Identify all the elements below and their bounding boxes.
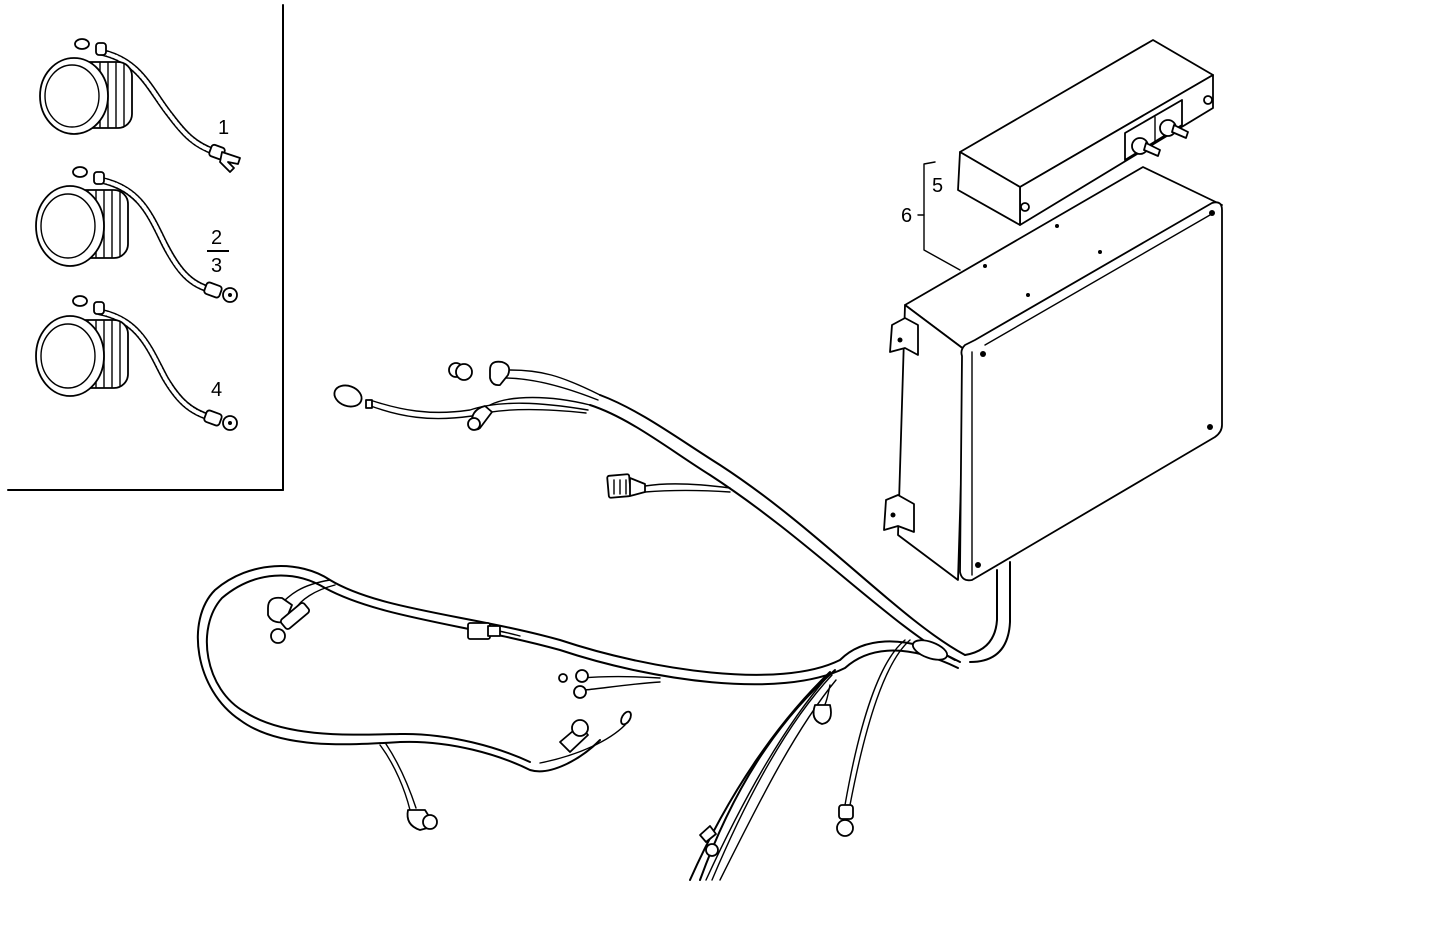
wiring-harness (196, 369, 966, 881)
cap-1 (39, 57, 133, 135)
cap-4 (35, 315, 129, 397)
callout-1: 1 (218, 117, 230, 139)
callout-4: 4 (211, 379, 223, 401)
inset-panel-border (7, 4, 284, 491)
connectors (267, 360, 854, 857)
ground-strap-1 (39, 38, 241, 173)
callout-3: 3 (211, 255, 223, 277)
control-box (883, 166, 1223, 663)
callout-5: 5 (932, 175, 944, 197)
relay-box (957, 39, 1214, 226)
ground-strap-4 (35, 295, 238, 431)
ground-strap-2-3 (35, 166, 238, 303)
callout-6: 6 (901, 205, 913, 227)
callout-2: 2 (211, 227, 223, 249)
cap-2-3 (35, 185, 129, 267)
fraction-bar (207, 250, 229, 252)
callout-bracket (917, 161, 961, 271)
